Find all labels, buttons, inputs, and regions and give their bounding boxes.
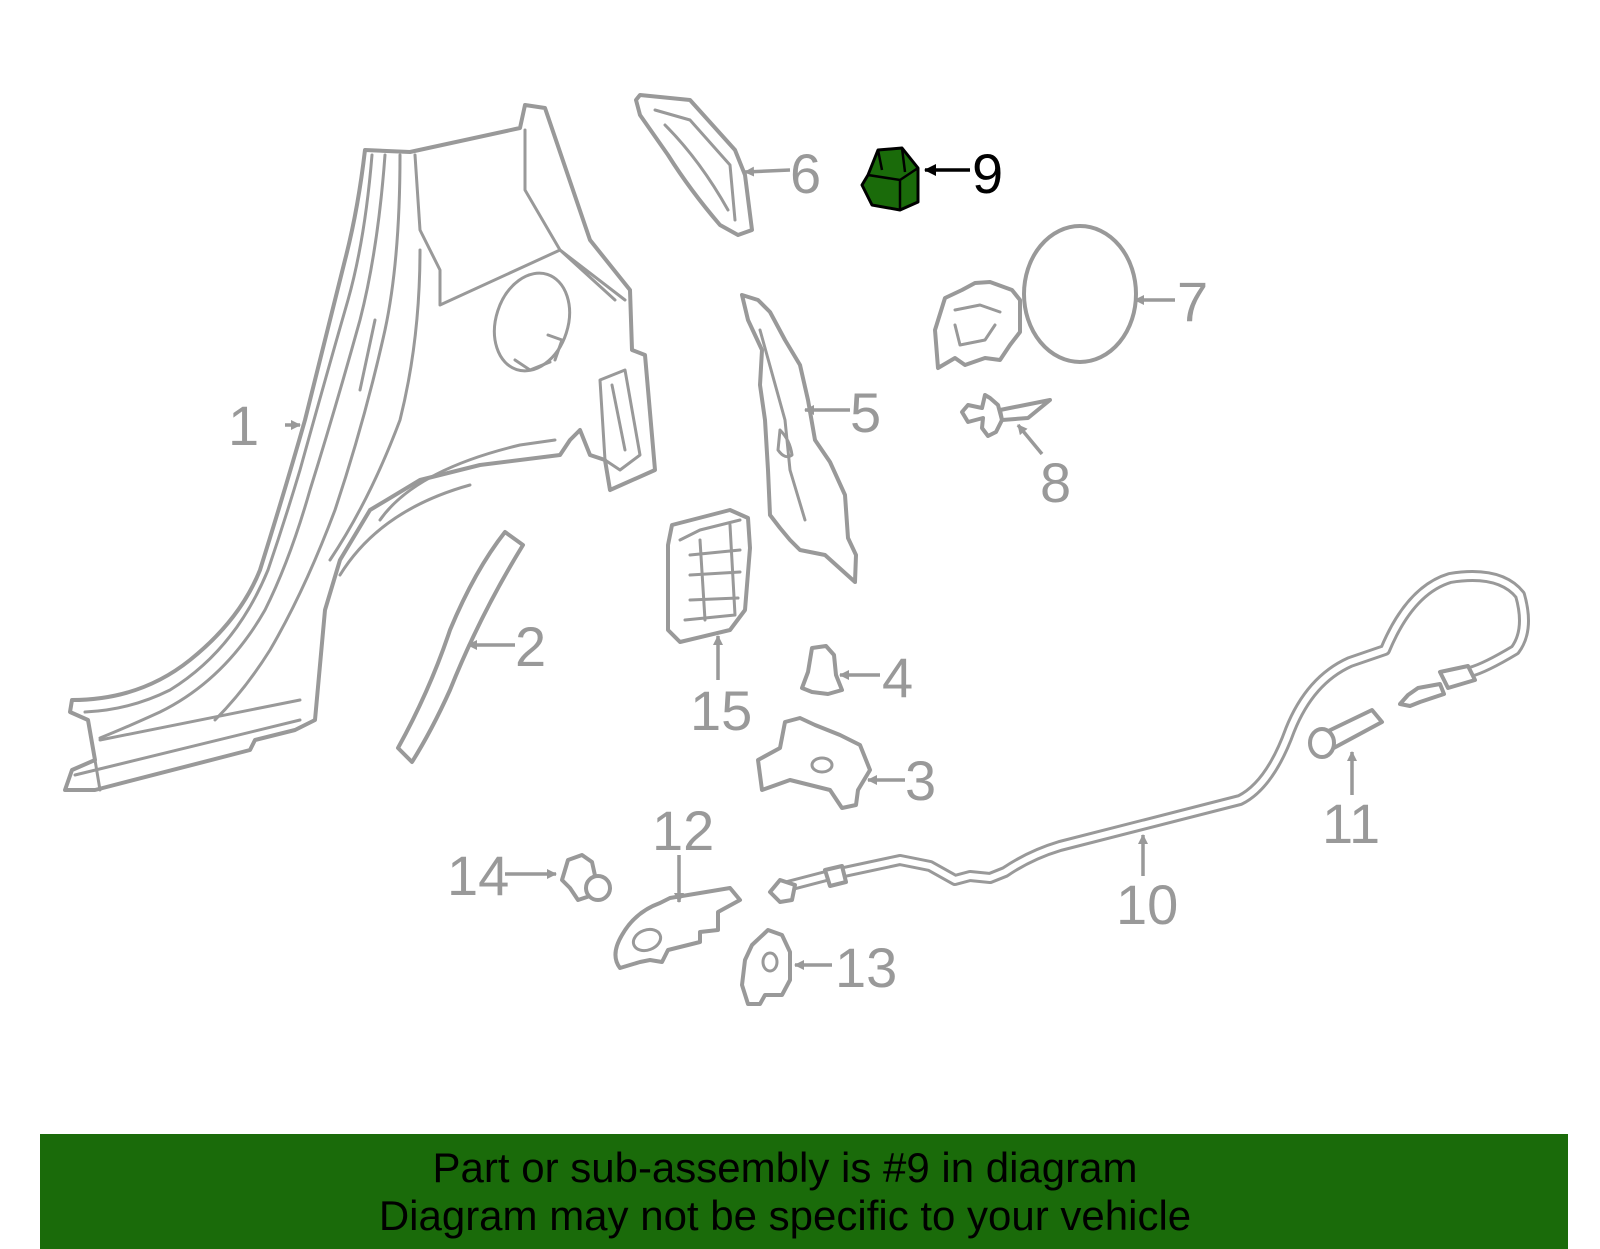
callout-4: 4 (882, 646, 913, 709)
cable-end-part (1308, 708, 1384, 759)
callout-6: 6 (790, 142, 821, 205)
quarter-panel-part (63, 103, 657, 792)
bumper-stop-part (860, 146, 920, 212)
clip-part (800, 644, 844, 696)
callout-1: 1 (228, 394, 259, 457)
release-handle-part (613, 886, 742, 970)
wheel-arch-molding-part (396, 530, 525, 764)
vent-part (666, 508, 752, 644)
callout-7: 7 (1177, 270, 1208, 333)
banner-line-2: Diagram may not be specific to your vehi… (378, 1192, 1192, 1239)
screw-part (960, 393, 1052, 438)
release-cable-part (768, 570, 1530, 904)
callout-13: 13 (835, 936, 897, 999)
callout-3: 3 (905, 749, 936, 812)
callout-11: 11 (1322, 792, 1380, 855)
pin-part (560, 853, 612, 902)
pillar-reinforcement-part (740, 293, 858, 584)
callout-9: 9 (972, 142, 1003, 205)
callout-12: 12 (652, 799, 714, 862)
callout-5: 5 (850, 381, 881, 444)
callout-14: 14 (447, 844, 509, 907)
callout-8: 8 (1040, 451, 1071, 514)
fuel-door-part (933, 224, 1138, 370)
callout-2: 2 (515, 615, 546, 678)
bracket-part (756, 716, 872, 810)
handle-bracket-part (740, 928, 792, 1006)
callout-10: 10 (1116, 873, 1178, 936)
callout-15: 15 (690, 679, 752, 742)
info-banner: Part or sub-assembly is #9 in diagram Di… (40, 1134, 1568, 1249)
banner-line-1: Part or sub-assembly is #9 in diagram (432, 1144, 1138, 1191)
